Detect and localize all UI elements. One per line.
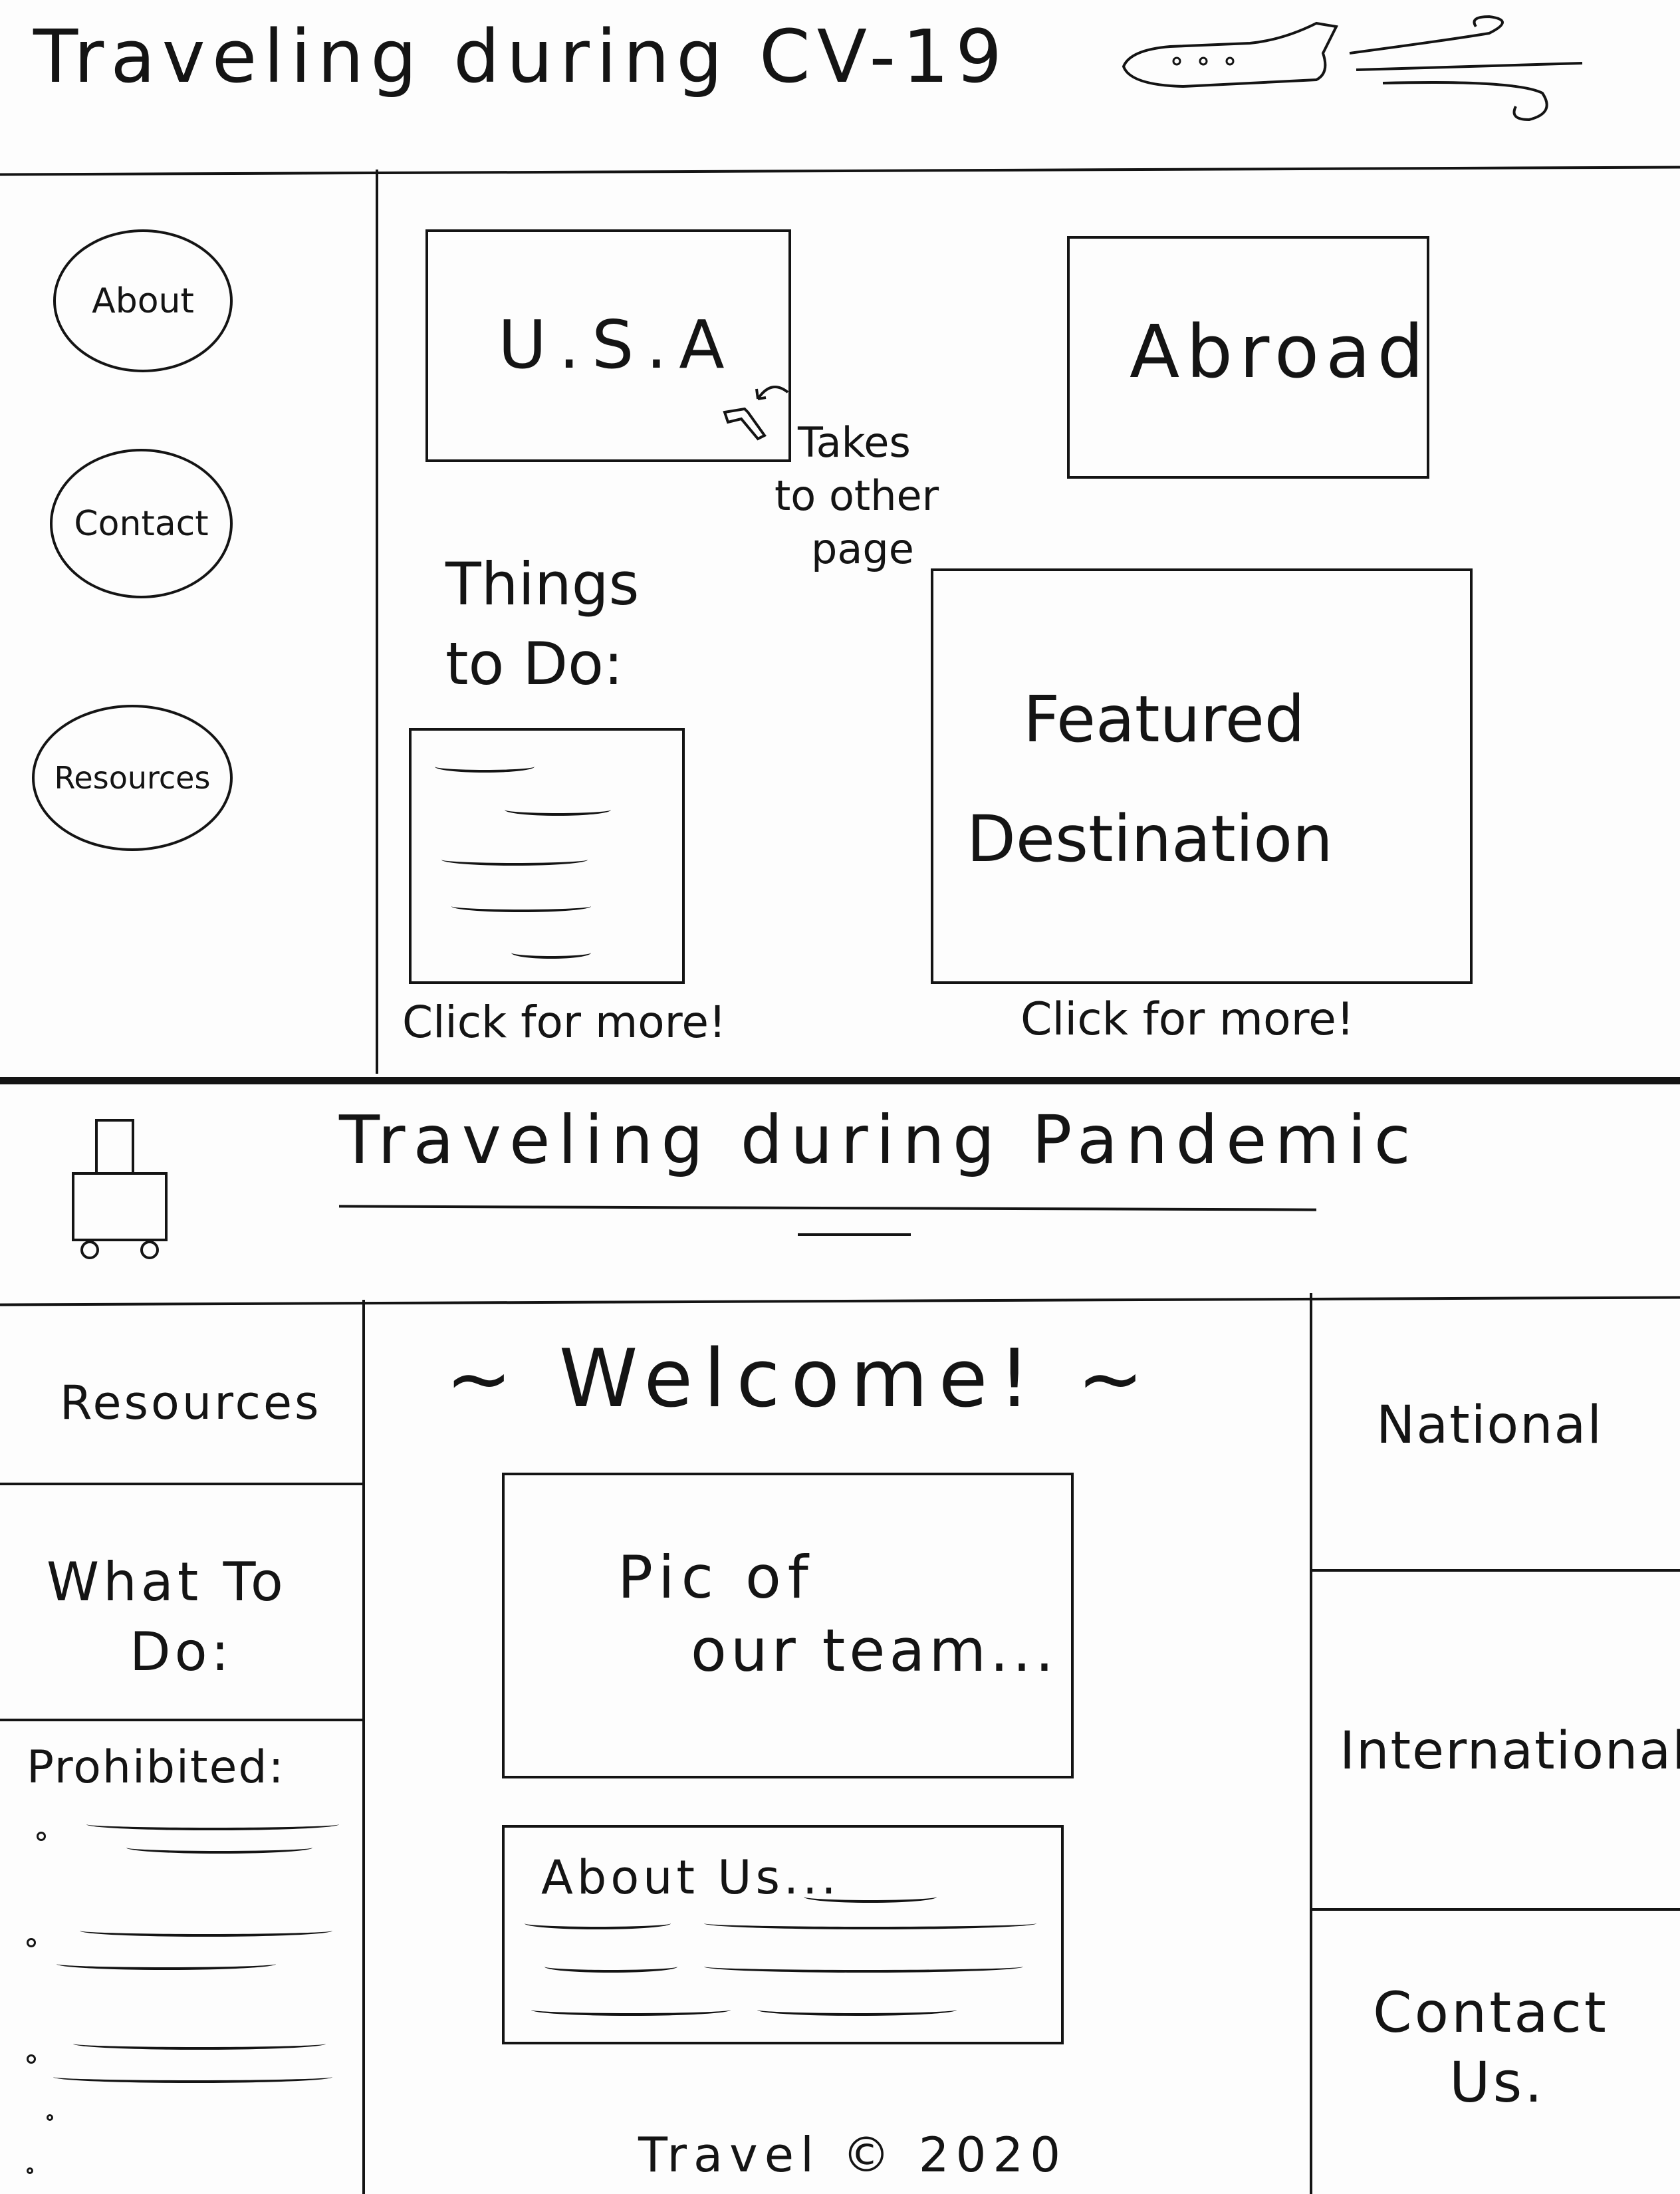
featured-click-more-link[interactable]: Click for more! [1020, 993, 1355, 1046]
note-line-2: to other [775, 471, 939, 520]
right-nav-contact-line-2[interactable]: Us. [1449, 2050, 1545, 2115]
left-nav-what-to-do-line-1[interactable]: What To [47, 1551, 287, 1613]
right-nav-contact-line-1[interactable]: Contact [1373, 1980, 1609, 2045]
things-to-do-card[interactable] [409, 728, 685, 984]
airplane-icon [1122, 15, 1583, 122]
left-nav-what-to-do-line-2[interactable]: Do: [130, 1621, 233, 1683]
site-title: Traveling during CV-19 [33, 14, 1009, 99]
site-title-2: Traveling during Pandemic [339, 1101, 1419, 1179]
welcome-heading: ~ Welcome! ~ [445, 1333, 1155, 1425]
things-heading-line-1: Things [445, 550, 640, 618]
left-nav-resources[interactable]: Resources [60, 1376, 322, 1430]
usa-card[interactable]: U.S.A [425, 229, 791, 462]
cursor-icon [723, 386, 789, 441]
nav-about-button[interactable]: About [53, 229, 233, 372]
about-us-section[interactable]: About Us... [502, 1825, 1064, 2044]
left-nav-prohibited: Prohibited: [27, 1741, 285, 1794]
note-line-3: page [811, 525, 914, 573]
sketch-divider [0, 1077, 1680, 1084]
team-picture-placeholder: Pic of our team... [502, 1473, 1074, 1778]
right-nav-national[interactable]: National [1376, 1396, 1604, 1455]
right-nav-international[interactable]: International [1340, 1721, 1680, 1781]
things-heading-line-2: to Do: [445, 630, 624, 698]
featured-destination-card[interactable]: Featured Destination [931, 568, 1473, 984]
luggage-icon [72, 1119, 168, 1259]
things-click-more-link[interactable]: Click for more! [402, 997, 727, 1048]
footer-copyright: Travel © 2020 [638, 2127, 1068, 2183]
abroad-card[interactable]: Abroad [1067, 236, 1429, 479]
note-line-1: Takes [798, 418, 911, 467]
nav-contact-button[interactable]: Contact [50, 449, 233, 598]
nav-resources-button[interactable]: Resources [32, 705, 233, 851]
